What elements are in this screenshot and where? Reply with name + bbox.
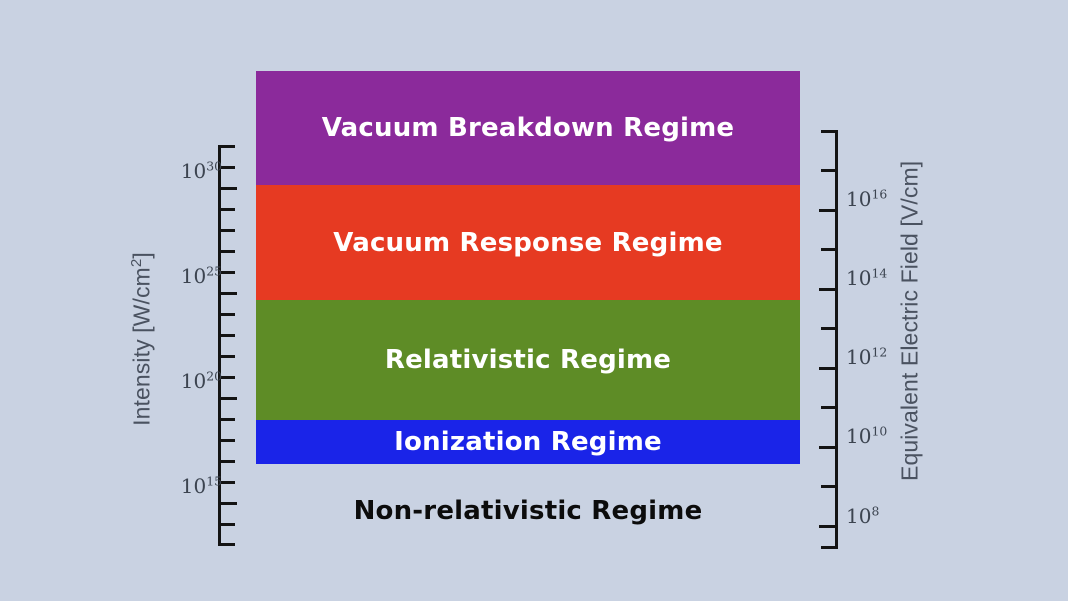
- right-ticklabel-mantissa: 10: [846, 424, 872, 448]
- right-axis-tick: [821, 248, 835, 251]
- right-axis-title: Equivalent Electric Field [V/cm]: [896, 160, 923, 481]
- right-axis-tick: [821, 130, 835, 133]
- left-axis-tick: [221, 481, 235, 484]
- left-axis-ticklabel: 1020: [180, 368, 222, 393]
- right-ticklabel-exponent: 16: [871, 186, 888, 202]
- band-label: Vacuum Response Regime: [333, 227, 723, 258]
- right-axis-tick: [821, 546, 835, 549]
- right-axis-spine: [835, 130, 838, 549]
- left-axis-tick-major: [221, 502, 237, 505]
- right-axis-ticklabel: 1010: [846, 423, 888, 448]
- right-ticklabel-mantissa: 10: [846, 345, 872, 369]
- right-axis-tick-major: [819, 525, 835, 528]
- right-axis-tick: [821, 485, 835, 488]
- band-vacuum-response[interactable]: Vacuum Response Regime: [256, 185, 800, 300]
- right-axis-ticklabel: 108: [846, 503, 880, 528]
- left-axis-title-suffix: ]: [128, 252, 155, 259]
- left-axis-ticklabel: 1030: [180, 158, 222, 183]
- left-axis-tick-major: [221, 187, 237, 190]
- right-ticklabel-mantissa: 10: [846, 504, 872, 528]
- left-axis-tick: [221, 523, 235, 526]
- left-axis-spine: [218, 145, 221, 546]
- left-axis-tick: [221, 145, 235, 148]
- left-ticklabel-exponent: 30: [206, 158, 222, 174]
- left-axis-tick-major: [221, 397, 237, 400]
- right-axis-tick-major: [819, 209, 835, 212]
- right-axis-tick-major: [819, 446, 835, 449]
- left-axis-tick: [221, 355, 235, 358]
- left-ticklabel-mantissa: 10: [180, 474, 207, 498]
- left-axis-tick: [221, 229, 235, 232]
- left-ticklabel-exponent: 20: [206, 368, 222, 384]
- right-axis-tick: [821, 327, 835, 330]
- left-axis-tick: [221, 250, 235, 253]
- left-ticklabel-exponent: 15: [206, 473, 222, 489]
- right-ticklabel-mantissa: 10: [846, 187, 872, 211]
- left-axis-title-text: Intensity [W/cm: [128, 267, 155, 426]
- right-ticklabel-exponent: 10: [871, 423, 888, 439]
- left-ticklabel-mantissa: 10: [180, 264, 207, 288]
- left-axis-tick: [221, 418, 235, 421]
- left-axis-tick: [221, 439, 235, 442]
- right-axis-tick: [821, 169, 835, 172]
- left-axis-tick: [221, 208, 235, 211]
- left-axis-ticklabel: 1025: [180, 263, 222, 288]
- right-axis-tick-major: [819, 288, 835, 291]
- left-ticklabel-mantissa: 10: [180, 159, 207, 183]
- right-ticklabel-exponent: 12: [871, 344, 888, 360]
- left-axis-tick: [221, 376, 235, 379]
- right-ticklabel-exponent: 14: [871, 265, 888, 281]
- right-axis-ticklabel: 1014: [846, 265, 888, 290]
- right-axis-ticklabel: 1012: [846, 344, 888, 369]
- left-axis-tick: [221, 271, 235, 274]
- band-ionization[interactable]: Ionization Regime: [256, 420, 800, 464]
- non-relativistic-regime-label: Non-relativistic Regime: [353, 496, 703, 526]
- band-vacuum-breakdown[interactable]: Vacuum Breakdown Regime: [256, 71, 800, 185]
- left-ticklabel-exponent: 25: [206, 263, 222, 279]
- left-axis-tick: [221, 460, 235, 463]
- left-axis-tick-major: [221, 292, 237, 295]
- band-label: Ionization Regime: [394, 427, 662, 457]
- left-axis-ticklabel: 1015: [180, 473, 222, 498]
- left-axis-title-exponent: 2: [127, 258, 145, 268]
- band-relativistic[interactable]: Relativistic Regime: [256, 300, 800, 420]
- left-axis-title: Intensity [W/cm2]: [127, 197, 156, 481]
- right-ticklabel-mantissa: 10: [846, 266, 872, 290]
- left-axis-tick: [221, 166, 235, 169]
- left-axis-tick: [221, 334, 235, 337]
- band-label: Relativistic Regime: [384, 345, 672, 375]
- left-axis-tick: [221, 313, 235, 316]
- right-axis-ticklabel: 1016: [846, 186, 888, 211]
- right-axis-tick: [821, 406, 835, 409]
- right-axis-tick-major: [819, 367, 835, 370]
- left-axis-tick: [221, 543, 235, 546]
- left-ticklabel-mantissa: 10: [180, 369, 207, 393]
- right-ticklabel-exponent: 8: [871, 503, 880, 519]
- band-label: Vacuum Breakdown Regime: [321, 113, 735, 143]
